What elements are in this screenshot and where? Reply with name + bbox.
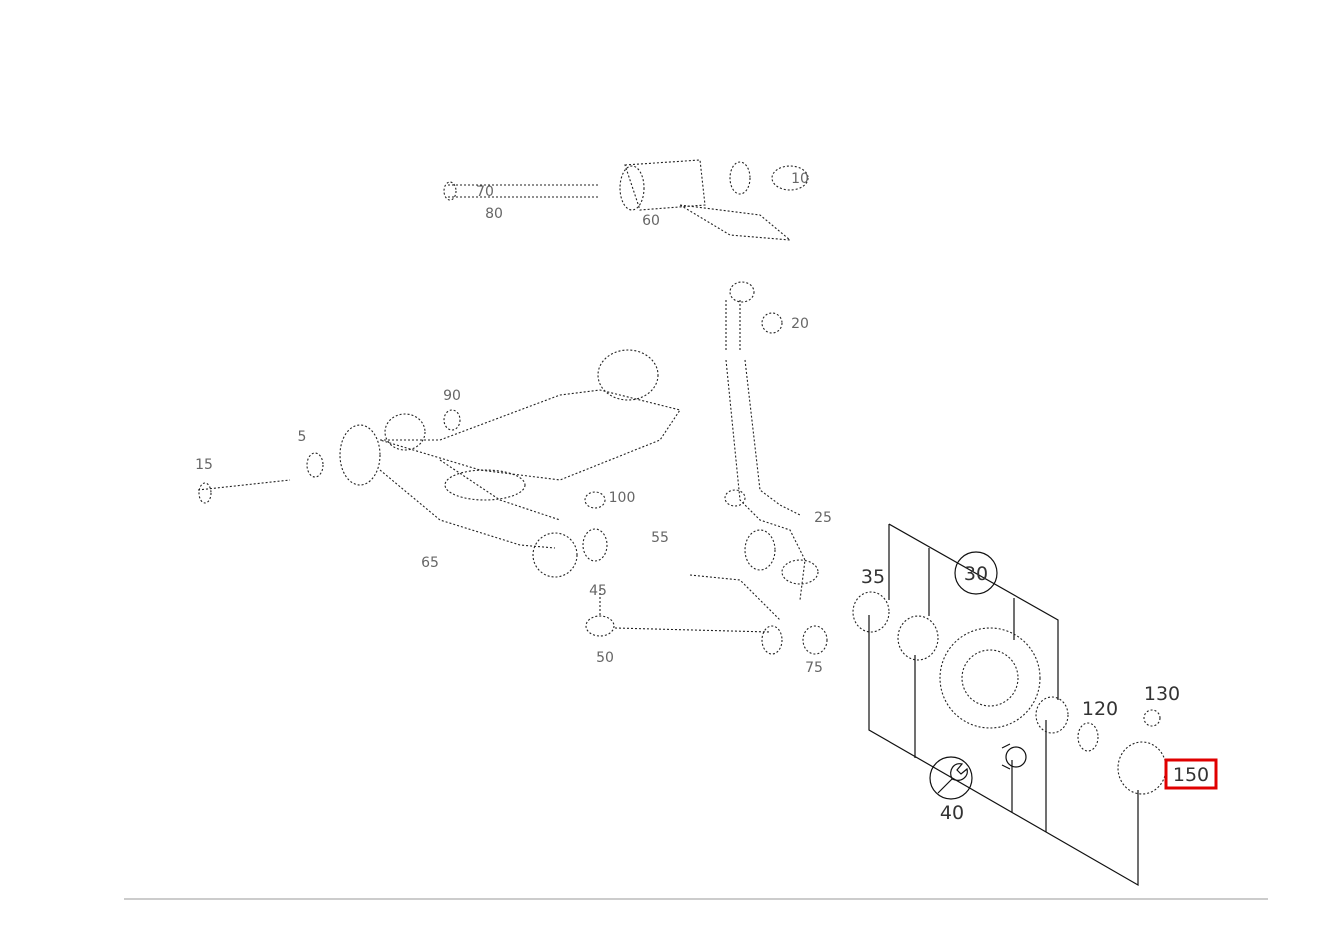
label-40[interactable]: 40 — [940, 802, 964, 824]
lower-control-arm — [197, 349, 681, 578]
faint-label[interactable]: 20 — [791, 316, 809, 332]
faint-label[interactable]: 65 — [421, 555, 439, 571]
faint-label[interactable]: 80 — [485, 206, 503, 222]
faint-label[interactable]: 70 — [476, 184, 494, 200]
faint-label[interactable]: 50 — [596, 650, 614, 666]
label-150[interactable]: 150 — [1173, 764, 1209, 786]
wrench-icon — [937, 763, 968, 794]
faint-label[interactable]: 55 — [651, 530, 669, 546]
faint-label[interactable]: 25 — [814, 510, 832, 526]
faint-label[interactable]: 90 — [443, 388, 461, 404]
faint-label[interactable]: 5 — [298, 429, 307, 445]
steering-knuckle — [689, 359, 828, 655]
tie-rod — [585, 585, 771, 637]
label-120[interactable]: 120 — [1082, 698, 1118, 720]
faint-label[interactable]: 10 — [791, 171, 809, 187]
wrench-callout[interactable] — [929, 756, 973, 800]
faint-label[interactable]: 15 — [195, 457, 213, 473]
faint-label[interactable]: 45 — [589, 583, 607, 599]
faint-label[interactable]: 75 — [805, 660, 823, 676]
highlight-box — [1164, 758, 1218, 790]
faint-label[interactable]: 100 — [609, 490, 636, 506]
hub-parts — [852, 591, 1167, 795]
label-35[interactable]: 35 — [861, 566, 885, 588]
callout-30[interactable]: 30 — [954, 551, 998, 595]
callout-30-label: 30 — [964, 563, 988, 585]
label-130[interactable]: 130 — [1144, 683, 1180, 705]
faint-label[interactable]: 60 — [642, 213, 660, 229]
upper-link-assembly — [443, 159, 809, 350]
wheel-hub-frame — [868, 523, 1139, 887]
